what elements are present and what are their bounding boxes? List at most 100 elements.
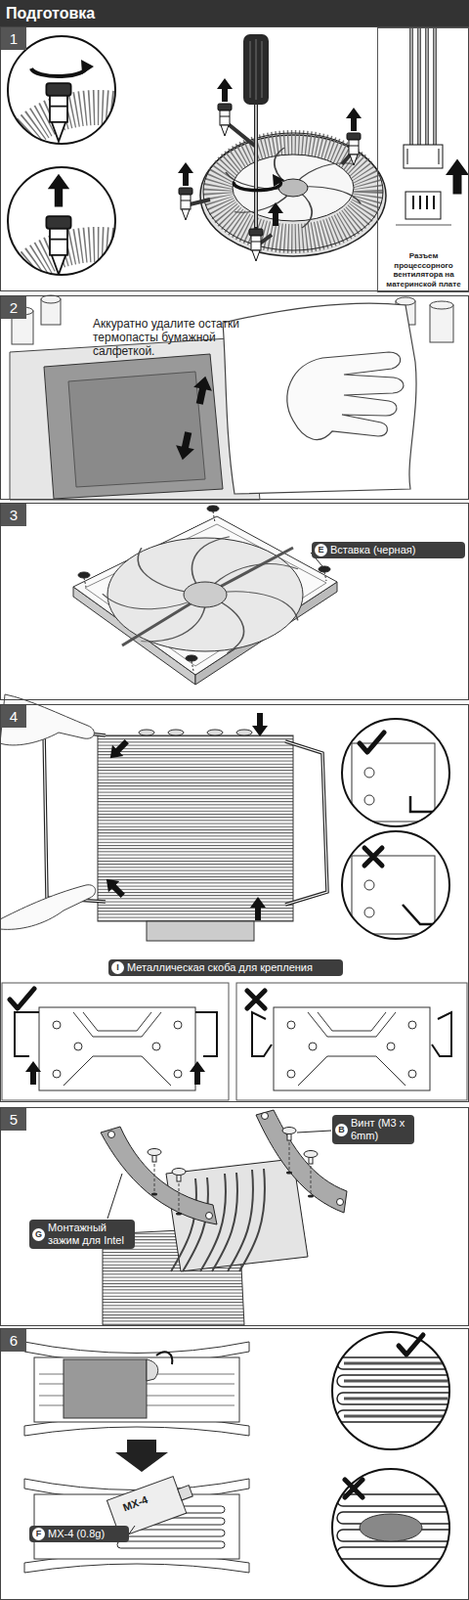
step-number: 4 (0, 704, 27, 727)
motherboard-socket (190, 374, 215, 406)
paste-detail (359, 1512, 423, 1540)
fan-120mm (205, 574, 305, 637)
paste-detail (332, 1330, 450, 1449)
clip-position-examples (195, 1011, 217, 1056)
screwdriver (250, 39, 262, 100)
clip-position-examples (386, 1041, 395, 1050)
step-panel: Разъем процессорного вентилятора на мате… (0, 26, 469, 292)
stock-cooler (177, 78, 386, 261)
stock-cooler (185, 121, 354, 247)
part-letter: E (314, 543, 328, 556)
thermal-paste-application (115, 1438, 169, 1471)
intel-bracket-mounting (227, 1167, 265, 1271)
motherboard-socket (429, 300, 454, 309)
part-letter-text: G (32, 1227, 45, 1240)
heatsink-with-clips (0, 693, 328, 940)
clip-position-examples (173, 1068, 182, 1077)
intel-bracket-mounting (282, 1126, 297, 1174)
fan-connector (411, 26, 435, 147)
step-number: 6 (0, 1327, 27, 1351)
step-number: 5 (0, 1107, 27, 1130)
stock-cooler (203, 132, 384, 251)
intel-bracket-mounting (107, 1172, 123, 1218)
stock-cooler (346, 132, 361, 166)
fan-120mm (98, 532, 305, 653)
motherboard-socket (68, 371, 206, 487)
screwdriver (254, 102, 258, 229)
thermal-paste-application (24, 1340, 250, 1572)
heatsink-with-clips (138, 728, 253, 735)
clip-detail (341, 830, 450, 938)
heatsink-with-clips (285, 740, 328, 904)
part-name: Монтажный зажим для Intel (29, 1218, 135, 1248)
intel-bracket-mounting (337, 1197, 344, 1205)
tube-label: MX-4 (121, 1492, 150, 1512)
clip-position-examples (152, 1041, 161, 1050)
stock-cooler (267, 202, 284, 226)
paste-detail (332, 1467, 450, 1585)
fan-120mm (213, 511, 215, 522)
heatsink-with-clips (97, 734, 294, 921)
part-letter: G (32, 1227, 45, 1240)
stock-cooler (224, 147, 361, 228)
part-letter: B (335, 1122, 348, 1136)
screwdriver (272, 173, 285, 187)
paste-detail (332, 1467, 455, 1585)
fan-120mm (78, 505, 331, 671)
intel-bracket-mounting (100, 1108, 347, 1324)
clip-position-examples (173, 1020, 182, 1028)
magnifier-detail (81, 59, 94, 75)
magnifier-detail (45, 83, 71, 141)
fan-connector (395, 224, 452, 226)
clip-detail (364, 879, 375, 890)
part-letter-text: F (32, 1526, 45, 1539)
magnifier-detail (6, 35, 181, 352)
heatsink-with-clips (43, 727, 106, 901)
stock-cooler (217, 103, 232, 136)
clip-detail (364, 847, 383, 865)
paper-tissue (287, 351, 404, 440)
clip-position-examples (287, 1020, 296, 1028)
heatsink-with-clips (250, 895, 266, 920)
clip-position-examples (273, 1006, 430, 1090)
step-panel: EВставка (черная)3 (0, 502, 469, 700)
magnifier-detail (7, 36, 116, 144)
magnifier-detail (31, 66, 86, 77)
intel-bracket-mounting (206, 1211, 214, 1219)
motherboard-socket (41, 295, 61, 303)
clip-position-examples (252, 1011, 272, 1056)
screwdriver (233, 34, 285, 229)
thermal-paste-application (146, 1358, 159, 1380)
magnifier-detail (6, 166, 117, 276)
thermal-paste-application (63, 1358, 147, 1417)
part-callout: BВинт (M3 x 6mm) (332, 1113, 415, 1144)
motherboard-socket (429, 304, 454, 342)
paste-detail (337, 1545, 455, 1558)
step-panel: BВинт (M3 x 6mm) GМонтажный зажим для Int… (0, 1106, 469, 1325)
intel-bracket-mounting (261, 1111, 269, 1119)
fan-120mm (73, 505, 338, 684)
fan-120mm (122, 547, 294, 645)
clip-detail (341, 718, 460, 938)
clip-detail (402, 854, 460, 924)
stock-cooler (345, 107, 362, 131)
step-number: 2 (0, 296, 27, 319)
thermal-paste-application (177, 1484, 193, 1499)
paste-detail (337, 1492, 455, 1505)
fan-connector (407, 148, 439, 165)
fan-120mm (84, 577, 86, 587)
clip-detail (341, 718, 450, 826)
step-panel: IМеталлическая скоба для крепления4 (0, 703, 469, 1102)
intel-bracket-mounting (108, 1130, 116, 1138)
fan-120mm (324, 571, 327, 581)
clip-position-examples (308, 1041, 317, 1050)
fan-connector (403, 144, 443, 169)
motherboard-socket (9, 337, 260, 500)
stock-cooler (177, 162, 194, 186)
clip-detail (359, 731, 384, 752)
connector-box: Разъем процессорного вентилятора на мате… (377, 27, 469, 293)
clip-detail (341, 830, 460, 938)
stock-cooler (216, 78, 233, 102)
paste-detail (337, 1356, 455, 1421)
